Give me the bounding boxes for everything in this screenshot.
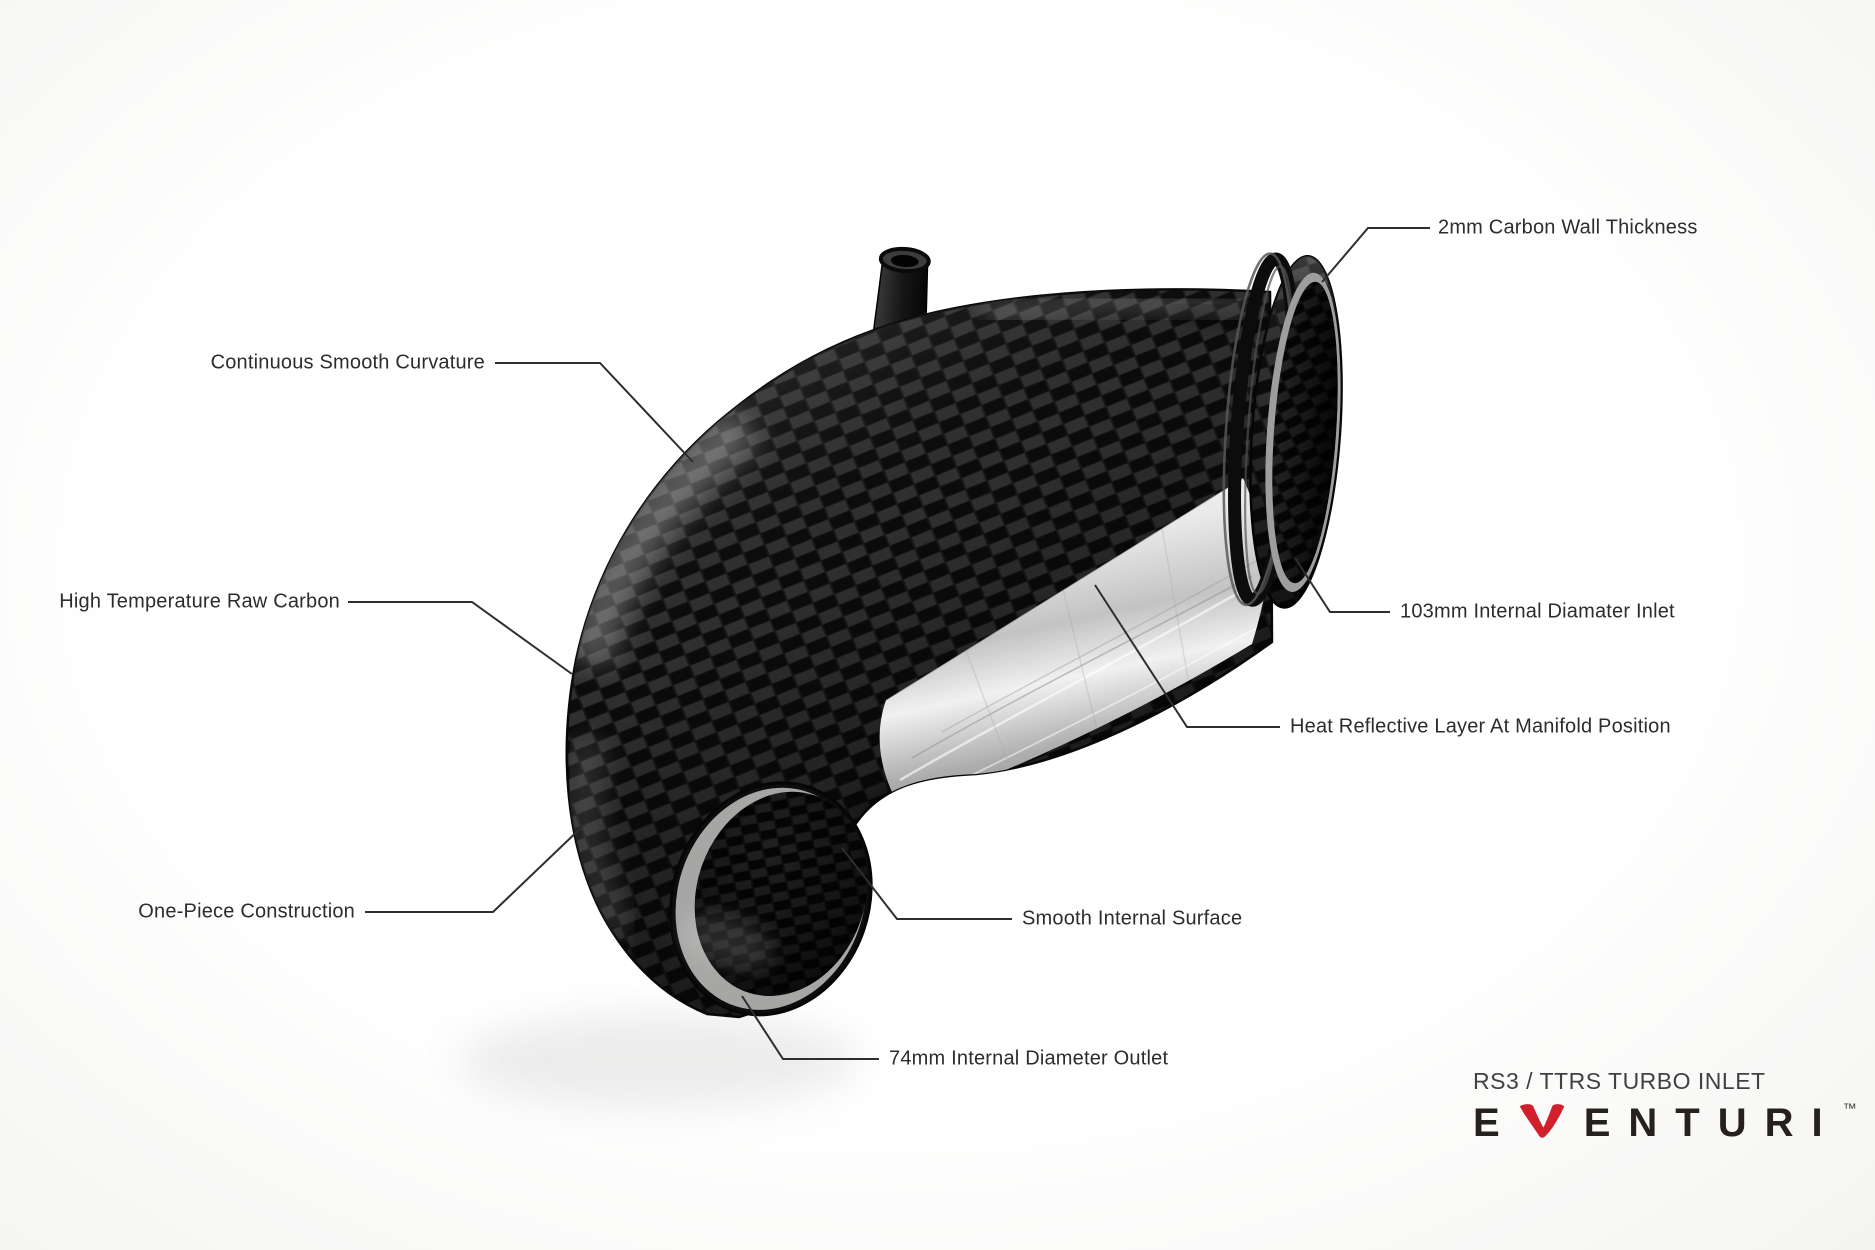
inlet-flange bbox=[1222, 252, 1343, 609]
callout-inlet: 103mm Internal Diamater Inlet bbox=[1400, 600, 1675, 623]
leader-line-raw-carbon bbox=[348, 601, 573, 675]
logo-letters-rest: ENTURI bbox=[1583, 1100, 1841, 1145]
trademark-symbol: ™ bbox=[1842, 1100, 1857, 1116]
callout-curvature: Continuous Smooth Curvature bbox=[210, 351, 485, 374]
model-line-text: RS3 / TTRS TURBO INLET bbox=[1473, 1068, 1766, 1094]
eventuri-logo: E ENTURI ™ bbox=[1473, 1100, 1857, 1145]
outlet-opening bbox=[669, 781, 873, 1017]
logo-letter-e: E bbox=[1473, 1100, 1500, 1145]
eventuri-v-icon bbox=[1519, 1104, 1564, 1138]
leader-line-inlet bbox=[1294, 557, 1390, 613]
callout-heat-layer: Heat Reflective Layer At Manifold Positi… bbox=[1290, 715, 1671, 738]
callout-smooth-surface: Smooth Internal Surface bbox=[1022, 907, 1243, 930]
callout-raw-carbon: High Temperature Raw Carbon bbox=[59, 590, 340, 613]
leader-line-heat-layer bbox=[1094, 584, 1280, 728]
callout-one-piece: One-Piece Construction bbox=[138, 900, 355, 923]
soft-shadow bbox=[460, 1012, 860, 1108]
leader-line-curvature bbox=[495, 362, 694, 463]
leader-line-one-piece bbox=[365, 823, 586, 913]
brand-block: RS3 / TTRS TURBO INLET E ENTURI ™ bbox=[1473, 1068, 1857, 1145]
callout-wall-thickness: 2mm Carbon Wall Thickness bbox=[1438, 216, 1698, 239]
callout-outlet: 74mm Internal Diameter Outlet bbox=[889, 1047, 1169, 1070]
leader-line-wall-thickness bbox=[1321, 227, 1430, 283]
leader-line-outlet bbox=[741, 995, 879, 1060]
leader-line-smooth-surface bbox=[841, 847, 1012, 920]
leader-lines bbox=[348, 227, 1430, 1060]
